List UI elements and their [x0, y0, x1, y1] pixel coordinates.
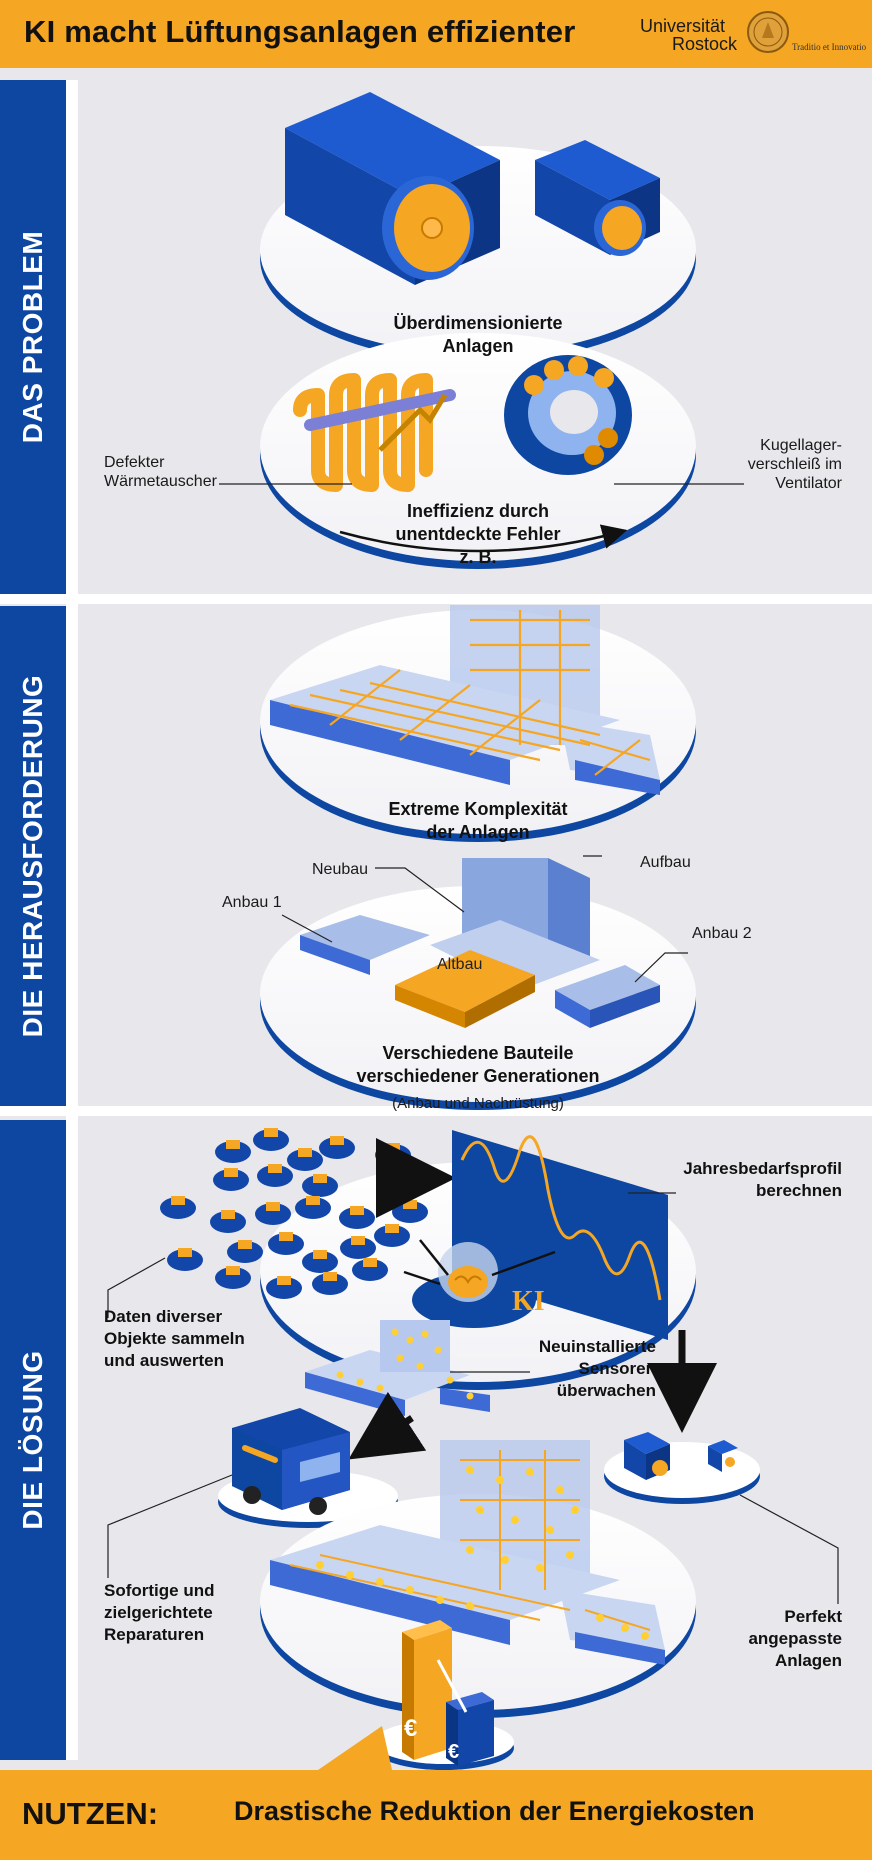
- anbau2-leader-line: [634, 952, 688, 983]
- university-motto: Traditio et Innovatio: [792, 42, 867, 52]
- university-city: Rostock: [672, 34, 738, 54]
- heat-exchanger-icon: [293, 373, 456, 492]
- anbau1-leader-line: [281, 914, 333, 943]
- header-bar: KI macht Lüftungsanlagen effizienter Uni…: [0, 0, 872, 68]
- solution-sidebar: DIE LÖSUNG: [0, 1120, 66, 1760]
- small-fan-unit-icon: [535, 140, 660, 256]
- arrow-to-repair-van: [348, 1391, 427, 1460]
- reduction-arrow: [436, 1659, 468, 1713]
- ki-input-arrow-1: [419, 1239, 449, 1276]
- adapted-fan-units-icon: [624, 1432, 738, 1480]
- ki-output-arrow: [491, 1250, 556, 1277]
- bearing-icon: [504, 355, 632, 475]
- page-title: KI macht Lüftungsanlagen effizienter: [24, 14, 576, 49]
- euro-symbol-large: €: [404, 1715, 417, 1742]
- ki-badge: KI: [512, 1286, 545, 1317]
- data-collect-leader-line: [107, 1257, 166, 1318]
- footer-bar: NUTZEN: Drastische Reduktion der Energie…: [0, 1770, 872, 1860]
- generations-note: (Anbau und Nachrüstung): [392, 1095, 564, 1112]
- repairs-leader-line: [107, 1474, 233, 1578]
- neubau-label: Neubau: [312, 861, 369, 878]
- problem-sidebar: DAS PROBLEM: [0, 80, 66, 594]
- large-fan-unit-icon: [285, 92, 500, 285]
- neubau-leader-line: [375, 867, 465, 913]
- altbau-label: Altbau: [437, 956, 483, 973]
- university-name: Universität: [640, 16, 726, 36]
- benefit-key: NUTZEN:: [22, 1796, 159, 1831]
- euro-symbol-small: €: [448, 1741, 459, 1763]
- infographic-artwork: KI: [107, 92, 839, 1770]
- aufbau-label: Aufbau: [640, 854, 691, 871]
- repair-van-icon: [232, 1408, 350, 1515]
- building-complex-icon: [300, 858, 660, 1028]
- anbau2-label: Anbau 2: [692, 925, 752, 942]
- curved-arrow-right: [339, 524, 628, 553]
- euro-cost-bars-icon: [402, 1620, 494, 1766]
- anbau1-label: Anbau 1: [222, 894, 282, 911]
- adapted-leader-line: [739, 1494, 839, 1604]
- challenge-sidebar: DIE HERAUSFORDERUNG: [0, 606, 66, 1106]
- benefit-text: Drastische Reduktion der Energiekosten: [234, 1796, 755, 1826]
- complex-building-duct-icon: [270, 605, 660, 795]
- benefit-connector-shape: [318, 1726, 392, 1770]
- ki-input-arrow-2: [403, 1270, 441, 1286]
- ki-brain-icon: [412, 1242, 536, 1328]
- university-seal-icon: [747, 11, 789, 53]
- optimized-building-icon: [270, 1440, 665, 1665]
